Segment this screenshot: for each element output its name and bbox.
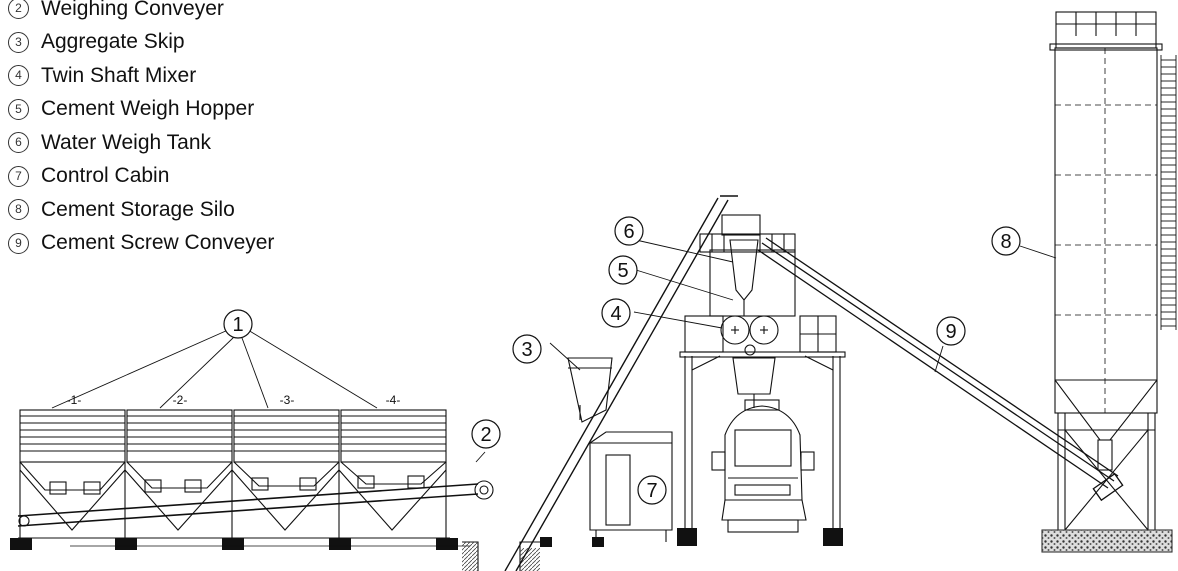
legend-label: Cement Weigh Hopper <box>41 97 255 121</box>
legend-label: Cement Storage Silo <box>41 197 235 221</box>
callout-2: 2 <box>471 419 501 449</box>
silo-foundation <box>1041 529 1173 553</box>
callout-6: 6 <box>614 216 644 246</box>
callout-8-label: 8 <box>1000 231 1011 253</box>
aggregate-skip-rail <box>504 195 738 571</box>
callout-1-leaders <box>51 329 378 409</box>
callout-3: 3 <box>512 334 542 364</box>
weighing-conveyer <box>17 451 494 527</box>
callout-6-label: 6 <box>623 221 634 243</box>
callout-5-label: 5 <box>617 260 628 282</box>
legend-number: 2 <box>8 0 29 20</box>
bin-4 <box>340 409 447 489</box>
legend-item-aggregate-skip: 3 Aggregate Skip <box>8 26 274 60</box>
callout-1-label: 1 <box>232 314 243 336</box>
mixer-truck <box>711 399 815 533</box>
legend-label: Cement Screw Conveyer <box>41 231 275 255</box>
callout-1: 1 <box>223 309 253 339</box>
callout-3-label: 3 <box>521 339 532 361</box>
bin-foundations <box>10 538 458 550</box>
legend-item-cement-storage-silo: 8 Cement Storage Silo <box>8 193 274 227</box>
callout-8: 8 <box>991 226 1021 256</box>
legend-number: 6 <box>8 132 29 154</box>
legend-item-cement-screw-conveyer: 9 Cement Screw Conveyer <box>8 227 274 261</box>
callout-leaders <box>633 239 1057 373</box>
callout-4-label: 4 <box>610 303 621 325</box>
legend-item-weighing-conveyer: 2 Weighing Conveyer <box>8 0 274 26</box>
skip-pit <box>462 541 540 571</box>
mixer-tower <box>679 214 846 530</box>
callout-5: 5 <box>608 255 638 285</box>
component-legend: 2 Weighing Conveyer 3 Aggregate Skip 4 Twin… <box>8 0 274 260</box>
legend-label: Twin Shaft Mixer <box>41 63 197 87</box>
legend-number: 8 <box>8 199 29 221</box>
legend-item-cement-weigh-hopper: 5 Cement Weigh Hopper <box>8 93 274 127</box>
legend-number: 4 <box>8 65 29 87</box>
callout-7-label: 7 <box>646 480 657 502</box>
legend-label: Control Cabin <box>41 164 170 188</box>
bin-2 <box>126 409 233 493</box>
legend-number: 9 <box>8 232 29 254</box>
legend-number: 5 <box>8 98 29 120</box>
bin-label-2: -2- <box>173 393 188 407</box>
callout-7: 7 <box>637 475 667 505</box>
legend-number: 7 <box>8 165 29 187</box>
aggregate-bins <box>10 329 470 550</box>
bin-label-4: -4- <box>386 393 401 407</box>
cement-storage-silo <box>1049 11 1163 531</box>
silo-ladder-rungs <box>1161 59 1176 327</box>
bin-1 <box>19 409 126 495</box>
legend-item-control-cabin: 7 Control Cabin <box>8 160 274 194</box>
mixer-tower-foundations <box>677 528 843 546</box>
bin-label-3: -3- <box>280 393 295 407</box>
cabin-foundations <box>540 537 604 547</box>
cement-screw-conveyer <box>757 237 1124 502</box>
callout-4: 4 <box>601 298 631 328</box>
legend-label: Water Weigh Tank <box>41 130 212 154</box>
legend-label: Weighing Conveyer <box>41 0 224 20</box>
bin-label-1: -1- <box>67 393 82 407</box>
silo-ladder <box>1160 55 1177 330</box>
bin-3 <box>233 409 340 491</box>
callout-9-label: 9 <box>945 321 956 343</box>
callout-9: 9 <box>936 316 966 346</box>
callout-2-label: 2 <box>480 424 491 446</box>
legend-item-water-weigh-tank: 6 Water Weigh Tank <box>8 126 274 160</box>
aggregate-skip-hopper <box>567 357 613 423</box>
legend-number: 3 <box>8 31 29 53</box>
legend-item-twin-shaft-mixer: 4 Twin Shaft Mixer <box>8 59 274 93</box>
legend-label: Aggregate Skip <box>41 30 185 54</box>
